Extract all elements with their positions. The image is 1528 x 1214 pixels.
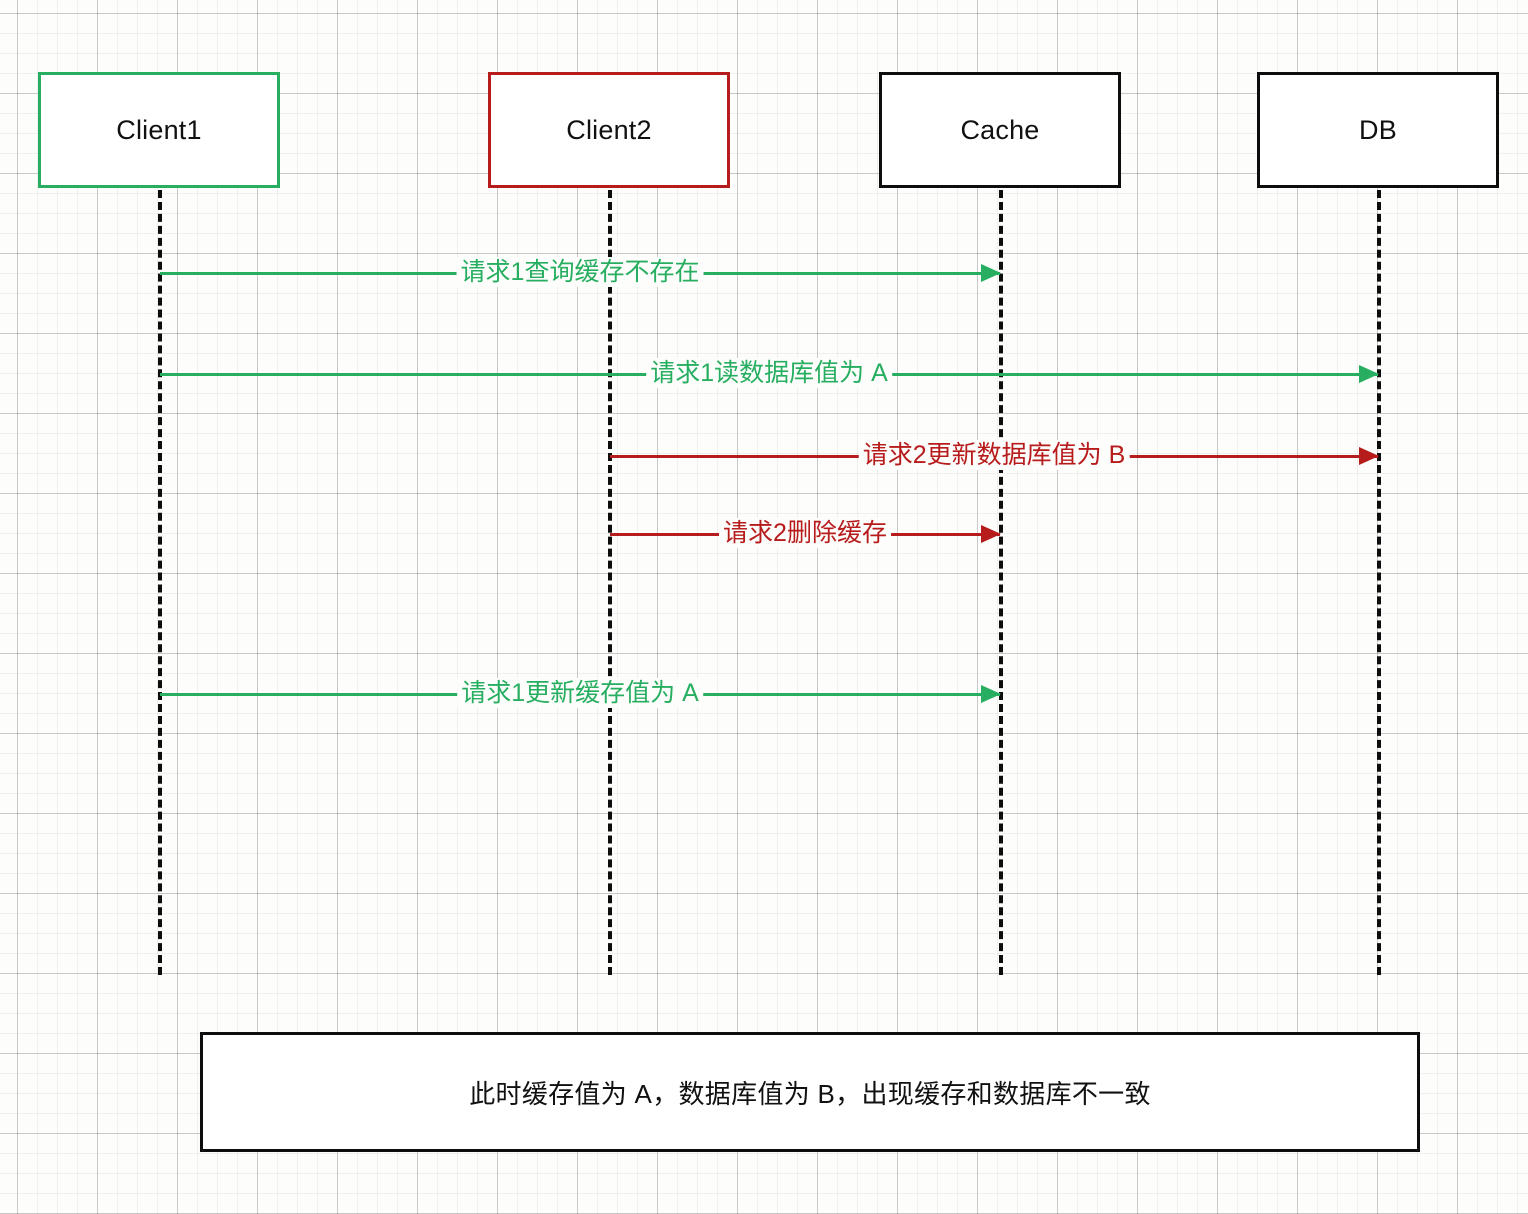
lifeline-db (1377, 190, 1381, 975)
participant-box-db[interactable]: DB (1257, 72, 1499, 188)
note-box[interactable]: 此时缓存值为 A，数据库值为 B，出现缓存和数据库不一致 (200, 1032, 1420, 1152)
participant-box-cache[interactable]: Cache (879, 72, 1121, 188)
note-text: 此时缓存值为 A，数据库值为 B，出现缓存和数据库不一致 (469, 1078, 1151, 1109)
arrowhead-icon (981, 525, 1001, 543)
message-label-1: 请求1查询缓存不存在 (456, 257, 704, 287)
message-label-4: 请求2删除缓存 (719, 518, 891, 548)
participant-box-client2[interactable]: Client2 (488, 72, 730, 188)
lifeline-client2 (608, 190, 612, 975)
lifeline-client1 (158, 190, 162, 975)
arrowhead-icon (981, 685, 1001, 703)
arrowhead-icon (1359, 447, 1379, 465)
lifeline-cache (999, 190, 1003, 975)
participant-label-client2: Client2 (566, 114, 652, 145)
participant-label-db: DB (1359, 114, 1397, 145)
participant-label-cache: Cache (960, 114, 1040, 145)
arrowhead-icon (1359, 365, 1379, 383)
participant-label-client1: Client1 (116, 114, 202, 145)
message-label-3: 请求2更新数据库值为 B (858, 440, 1130, 470)
message-label-5: 请求1更新缓存值为 A (457, 678, 703, 708)
arrowhead-icon (981, 264, 1001, 282)
message-label-2: 请求1读数据库值为 A (646, 358, 892, 388)
participant-box-client1[interactable]: Client1 (38, 72, 280, 188)
